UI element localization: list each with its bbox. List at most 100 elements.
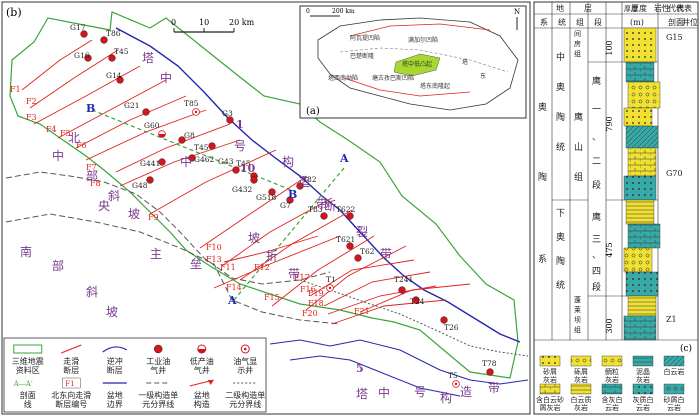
- region-char: 坡: [128, 207, 140, 221]
- column-header: 段: [594, 17, 602, 27]
- well-industrial-icon: [486, 368, 494, 376]
- lith-swatch-pattern: [664, 384, 684, 394]
- well-label: G441: [140, 159, 160, 168]
- lowyield-well-fill: [197, 349, 206, 353]
- lith-pattern: [626, 126, 658, 148]
- formation-char: 组: [574, 325, 581, 334]
- fault-label-f10: F10: [206, 243, 222, 252]
- lith-swatch-pattern: [571, 356, 591, 366]
- series-char: 奥: [556, 231, 565, 243]
- rep-well: G15: [666, 33, 683, 42]
- well-industrial-icon: [84, 54, 92, 62]
- well-lowyield-fill: [158, 134, 166, 138]
- formation-char: 组: [574, 49, 581, 58]
- well-industrial-icon: [100, 36, 108, 44]
- fault-5: [75, 95, 187, 149]
- lith-pattern: [624, 108, 652, 126]
- well-label: G43: [218, 157, 234, 166]
- well-label: G21: [124, 101, 140, 110]
- well-industrial-icon: [178, 136, 186, 144]
- region-char: 断: [324, 198, 336, 213]
- map-legend: 三维地震资料区走滑断层逆冲断层工业油气井低产油气井油气显示井A—A'剖面线F1北…: [3, 337, 267, 413]
- column-header: 组: [576, 17, 584, 27]
- well-industrial-icon: [346, 242, 354, 250]
- lith-pattern: [626, 62, 654, 82]
- inset-tazhong-highlight: [393, 53, 441, 77]
- column-header: 代表: [668, 3, 684, 13]
- legend-item-unit1: 一级构造单元分界线: [138, 382, 178, 409]
- inset-label: 塔中低凸起: [402, 60, 432, 68]
- region-char: 中: [180, 154, 192, 169]
- well-label: G518: [256, 193, 277, 202]
- legend-item-seis: 三维地震资料区: [12, 344, 44, 375]
- region-number: 5: [356, 362, 364, 375]
- legend-item-low: 低产油气井: [190, 344, 214, 375]
- series-char: 统: [556, 141, 565, 153]
- column-header-rep: 代表: [676, 3, 692, 13]
- well-industrial-icon: [116, 76, 124, 84]
- region-char: 中: [378, 385, 390, 400]
- well-industrial-icon: [250, 176, 258, 184]
- lith-swatch-pattern: [602, 384, 622, 394]
- well-industrial-icon: [346, 212, 354, 220]
- well-label: T83: [308, 205, 323, 214]
- inset-labels: 阿瓦提凹陷满加尔凹陷巴楚断隆塔中低凸起塘古孜巴斯凹陷塔西南坳陷塔东南隆起东塔: [328, 34, 486, 90]
- well-label: T24: [410, 297, 425, 306]
- well-show-dot: [328, 286, 332, 290]
- legend-label: 工业油气井: [146, 356, 170, 375]
- well-label: G48: [132, 181, 148, 190]
- member-char: 、: [592, 251, 601, 261]
- well-label: T26: [444, 323, 459, 332]
- well-label: T5: [448, 371, 458, 380]
- lith-legend-label: 泥晶灰岩: [636, 368, 650, 384]
- lith-swatch-pattern: [540, 356, 560, 366]
- section-label: A: [339, 152, 349, 165]
- fault-label-f12: F12: [254, 263, 270, 272]
- fault-1: [21, 39, 93, 91]
- legend-label: 油气显示井: [233, 356, 257, 375]
- scale-tick-10: 10: [199, 18, 209, 27]
- well-industrial-icon: [296, 182, 304, 190]
- formation-char: 间: [574, 30, 581, 38]
- strat-column: 地层厚度代表系统组段(m)剖面井位厚度岩性代表奥陶系中奥陶统下奥陶统间房组鹰山组…: [534, 2, 698, 341]
- lith-swatch-pattern: [540, 384, 560, 394]
- member-char: 鹰: [592, 75, 601, 87]
- lith-pattern: [628, 224, 660, 248]
- formation-char: 莱: [574, 305, 581, 314]
- member-char: 二: [592, 157, 601, 167]
- well-industrial-icon: [208, 142, 216, 150]
- fault-14: [213, 235, 341, 289]
- well-label: G7: [280, 201, 291, 210]
- lith-legend-label: 白云质灰岩: [571, 395, 592, 412]
- panel-c-column: 地层厚度代表系统组段(m)剖面井位厚度岩性代表奥陶系中奥陶统下奥陶统间房组鹰山组…: [533, 1, 699, 415]
- panel-c-frame: [533, 1, 699, 415]
- fault-label-f11: F11: [220, 263, 236, 272]
- well-label: T1: [326, 275, 336, 284]
- system-char: 系: [538, 254, 547, 265]
- fault-15: [271, 235, 375, 307]
- fault-label-f6: F6: [76, 141, 87, 150]
- well-label: G16: [74, 51, 90, 60]
- legend-item-basinstr: 盆地构造: [189, 379, 214, 409]
- legend-label: 盆地边界: [107, 390, 123, 409]
- column-header: 统: [558, 17, 566, 27]
- series-char: 下: [556, 209, 565, 219]
- region-char: 主: [150, 247, 162, 261]
- seismic-area-outline: [9, 11, 519, 379]
- fault-label-f4: F4: [46, 125, 57, 134]
- well-label: T45: [236, 159, 251, 168]
- well-label: T85: [184, 99, 199, 108]
- fault-label-f3: F3: [26, 113, 37, 122]
- thrust-swatch-icon: [102, 346, 128, 353]
- legend-item-basin: 盆地边界: [102, 382, 127, 409]
- lith-legend-label: 含白云砂屑灰岩: [536, 395, 564, 412]
- region-char: 坡: [106, 305, 118, 319]
- fault-label-f2: F2: [26, 97, 37, 106]
- fault-18: [323, 271, 431, 307]
- formation-char: 山: [574, 142, 583, 153]
- series-char: 统: [556, 279, 565, 291]
- formation-char: 蓬: [574, 295, 581, 304]
- formation-char: 鹰: [574, 111, 583, 123]
- well-industrial-icon: [232, 166, 240, 174]
